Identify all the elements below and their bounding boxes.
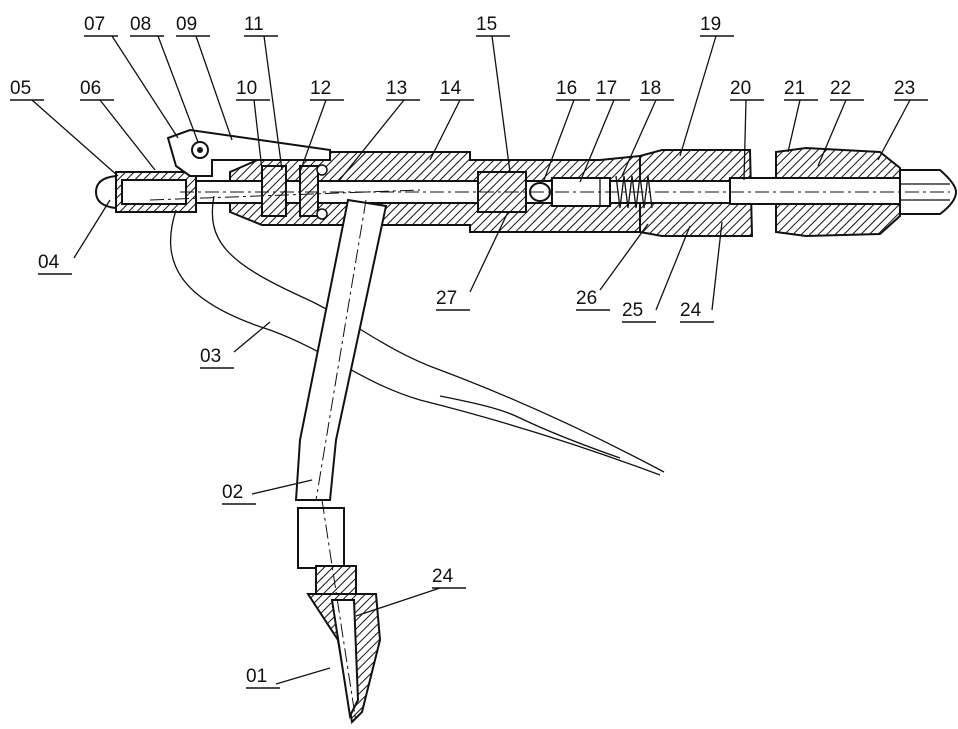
- label-06: 06: [80, 78, 101, 99]
- tail-nozzle-23: [899, 169, 958, 215]
- label-05: 05: [10, 78, 31, 99]
- label-11: 11: [244, 14, 264, 35]
- handle-03: [169, 195, 665, 476]
- label-18: 18: [640, 78, 661, 99]
- label-01: 01: [246, 666, 267, 687]
- label-21: 21: [784, 78, 805, 99]
- label-08: 08: [130, 14, 151, 35]
- label-26: 26: [576, 288, 597, 309]
- label-17: 17: [596, 78, 617, 99]
- label-02: 02: [222, 482, 243, 503]
- tip-04: [94, 174, 117, 210]
- trigger-lever: [166, 128, 331, 177]
- label-underlines: [10, 35, 928, 689]
- label-23: 23: [894, 78, 915, 99]
- label-16: 16: [556, 78, 577, 99]
- feed-tube-02: [294, 198, 388, 569]
- label-24-lower: 24: [432, 566, 454, 587]
- label-03: 03: [200, 346, 221, 367]
- label-15: 15: [476, 14, 497, 35]
- label-19: 19: [700, 14, 721, 35]
- label-20: 20: [730, 78, 751, 99]
- label-04: 04: [38, 252, 60, 273]
- lever-09: [166, 128, 331, 177]
- label-14: 14: [440, 78, 462, 99]
- seal-11: [261, 165, 287, 217]
- label-27: 27: [436, 288, 457, 309]
- label-22: 22: [830, 78, 851, 99]
- nozzle-01: [306, 499, 382, 725]
- seal-12: [299, 165, 319, 217]
- gun-body: [94, 146, 958, 238]
- label-07: 07: [84, 14, 105, 35]
- label-25: 25: [622, 300, 643, 321]
- label-09: 09: [176, 14, 197, 35]
- connector-passage: [729, 177, 901, 205]
- label-13: 13: [386, 78, 407, 99]
- part-labels: 05 06 07 08 09 11 10 12 13 14 15 16 17 1…: [10, 14, 915, 687]
- label-12: 12: [310, 78, 331, 99]
- label-10: 10: [236, 78, 257, 99]
- leader-lines: [31, 35, 911, 685]
- label-24-upper: 24: [680, 300, 702, 321]
